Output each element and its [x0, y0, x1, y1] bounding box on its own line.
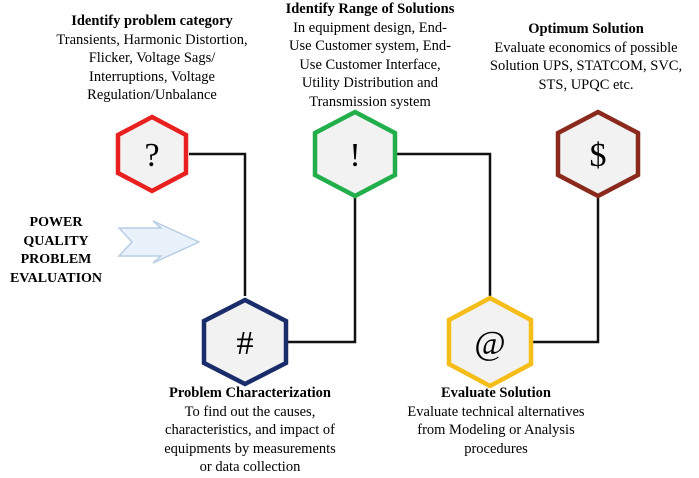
hexagon-question-icon: [115, 114, 189, 194]
description-line: Use Customer system, End-: [289, 38, 451, 54]
characterization-text: Problem Characterization To find out the…: [135, 384, 365, 477]
hex-evaluate: @: [446, 295, 534, 389]
hexagon-exclamation-icon: [312, 109, 398, 199]
hexagon-hash-icon: [201, 297, 289, 387]
description-line: STS, UPQC etc.: [538, 76, 634, 93]
description-line: Use Customer Interface,: [299, 56, 441, 73]
input-arrow-icon: [117, 220, 201, 264]
description-line: Evaluate economics of possible: [494, 39, 678, 56]
power-quality-problem-evaluation-label: POWER QUALITY PROBLEM EVALUATION: [2, 214, 110, 288]
optimum-text: Optimum Solution Evaluate economics of p…: [475, 20, 697, 94]
description-line: Transients, Harmonic Distortion,: [56, 31, 248, 48]
optimum-title: Optimum Solution: [528, 21, 644, 37]
identify-category-text: Identify problem category Transients, Ha…: [28, 12, 276, 105]
side-label-line: PROBLEM: [20, 252, 92, 267]
description-line: In equipment design, End-: [293, 19, 447, 36]
side-label-line: QUALITY: [23, 233, 89, 249]
description-line: To find out the causes,: [184, 403, 316, 420]
range-solutions-title: Identify Range of Solutions: [285, 1, 455, 17]
hex-range-solutions: !: [312, 109, 398, 199]
connectors: [189, 152, 600, 344]
at-symbol: @: [474, 325, 505, 362]
dollar-symbol: $: [590, 137, 607, 174]
hex-identify-category: ?: [115, 114, 189, 194]
hex-characterization: #: [201, 297, 289, 387]
exclamation-symbol: !: [349, 137, 360, 174]
description-line: Utility Distribution and: [301, 75, 439, 91]
question-symbol: ?: [144, 137, 159, 174]
connector-evaluate-to-optimum: [531, 196, 600, 344]
description-line: or data collection: [199, 459, 301, 475]
description-line: Regulation/Unbalance: [87, 87, 217, 103]
connector-range-to-evaluate: [395, 152, 492, 296]
hash-symbol: #: [237, 325, 254, 362]
side-label-line: EVALUATION: [9, 270, 103, 286]
connector-characterization-to-range: [285, 196, 357, 344]
characterization-title: Problem Characterization: [168, 385, 331, 401]
range-solutions-text: Identify Range of Solutions In equipment…: [265, 0, 475, 111]
description-line: Evaluate technical alternatives: [407, 403, 585, 420]
description-line: Transmission system: [309, 93, 431, 110]
side-label-line: POWER: [29, 215, 83, 230]
description-line: procedures: [464, 440, 528, 457]
identify-category-title: Identify problem category: [71, 13, 233, 29]
evaluate-title: Evaluate Solution: [441, 385, 551, 401]
connector-category-to-characterization: [189, 152, 247, 296]
hexagon-dollar-icon: [555, 109, 641, 199]
description-line: equipments by measurements: [164, 440, 336, 457]
description-line: from Modeling or Analysis: [417, 422, 575, 438]
description-line: Solution UPS, STATCOM, SVC,: [489, 58, 683, 74]
evaluate-text: Evaluate Solution Evaluate technical alt…: [385, 384, 607, 458]
description-line: characteristics, and impact of: [165, 422, 335, 438]
hex-optimum: $: [555, 109, 641, 199]
hexagon-at-icon: [446, 295, 534, 389]
description-line: Interruptions, Voltage: [89, 68, 215, 85]
description-line: Flicker, Voltage Sags/: [88, 50, 216, 66]
